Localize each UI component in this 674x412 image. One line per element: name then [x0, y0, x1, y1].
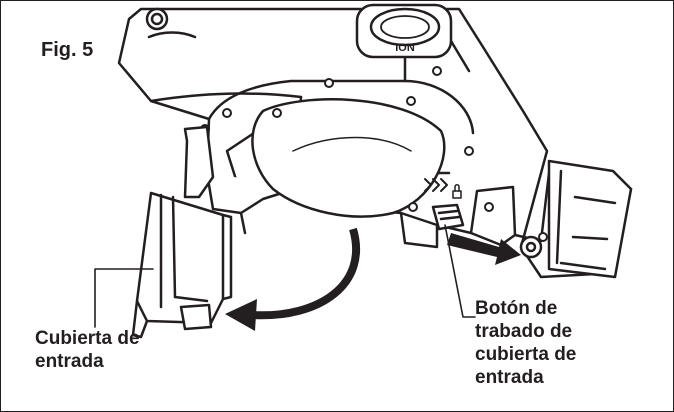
entry-cover-label-line: Cubierta de: [35, 328, 140, 349]
padlock-icon: [452, 184, 462, 199]
leader-line-button: [444, 224, 476, 318]
swing-arrow-head: [225, 299, 257, 331]
guard-window: [251, 98, 446, 218]
leader-line-cover: [94, 268, 154, 328]
cover-hinge: [183, 125, 215, 199]
pivot-hub: [145, 7, 169, 31]
cover-lock-button-label-line: cubierta de: [475, 344, 577, 365]
cover-lock-button-label-line: trabado de: [475, 321, 573, 342]
cover-lock-button-drawing: [431, 203, 465, 231]
badge-text: ION: [395, 42, 415, 54]
entry-cover-label-line: entrada: [35, 351, 104, 372]
chevron-markings: [424, 178, 448, 192]
badge-plate: [355, 3, 453, 59]
swing-arrow-shaft: [250, 227, 361, 320]
entry-cover-label: Cubierta de entrada: [35, 327, 140, 373]
cover-lock-button-label: Botón de trabado de cubierta de entrada: [475, 297, 576, 389]
cover-lock-button-label-line: Botón de: [475, 298, 558, 319]
side-bolt: [519, 235, 543, 259]
entry-cover: [131, 191, 233, 339]
push-direction-arrow: [447, 233, 521, 265]
guard-window-inner: [292, 136, 412, 152]
cover-lock-button-label-line: entrada: [475, 367, 544, 388]
lower-housing: [205, 171, 439, 249]
figure-title: Fig. 5: [41, 39, 94, 61]
handle-housing: [547, 159, 633, 279]
